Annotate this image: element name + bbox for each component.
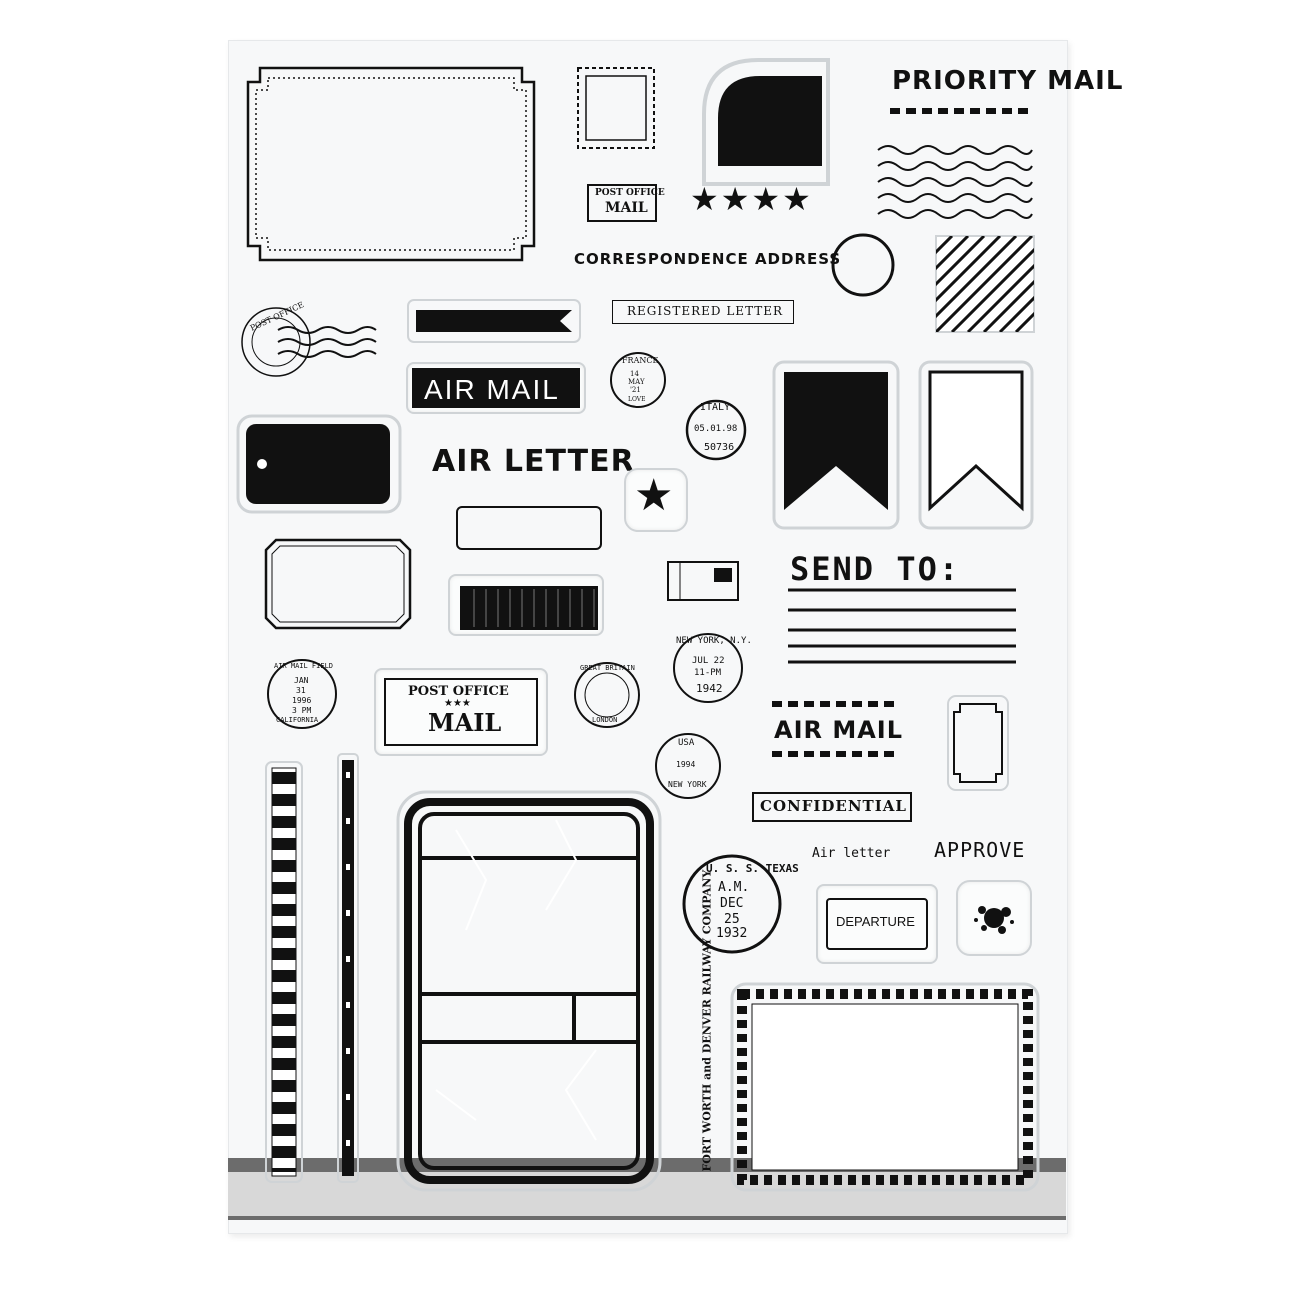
- ticket-frame-tall: [396, 790, 662, 1192]
- priority-mail-stripes: [890, 108, 1034, 114]
- banner-flag-icon: [407, 299, 581, 343]
- usa-text: USA: [678, 738, 695, 748]
- clipped-label-frame: [264, 538, 412, 630]
- striped-ruler-right: [337, 753, 359, 1183]
- gb-text: GREAT BRITAIN: [580, 664, 635, 672]
- texas-day: 25: [724, 912, 740, 927]
- distressed-bar: [460, 586, 598, 630]
- post-office-text: POST OFFICE: [408, 684, 509, 699]
- france-love: LOVE: [628, 396, 646, 403]
- texas-text: U. S. S. TEXAS: [706, 862, 799, 875]
- italy-text: ITALY: [700, 402, 731, 413]
- usa-postmark: [655, 733, 721, 799]
- wavy-cancel-icon: [877, 145, 1033, 219]
- rounded-tab-block: [702, 58, 830, 186]
- stamp-frame-icon: [947, 695, 1009, 791]
- post-office-small-stamp: POST OFFICE MAIL: [587, 184, 665, 222]
- star-icon: ★: [751, 181, 783, 217]
- ny-text: NEW YORK, N.Y.: [676, 636, 752, 646]
- ink-splatter-stamp: [956, 880, 1032, 956]
- send-to-label: SEND TO:: [790, 550, 961, 588]
- postmark-icon: [241, 307, 377, 377]
- france-text: FRANCE: [622, 356, 659, 365]
- post-office-small-text: POST OFFICE: [595, 188, 665, 198]
- airmail-field-top: AIR MAIL FIELD: [274, 662, 334, 670]
- airmail-field-state: CALIFORNIA: [276, 716, 319, 724]
- france-year: '21: [630, 386, 641, 394]
- air-mail-block: AIR MAIL: [412, 368, 580, 408]
- distressed-bar-stamp: [448, 574, 604, 636]
- approve-label: APPROVE: [934, 838, 1026, 862]
- star-stamp: ★: [624, 468, 688, 532]
- star-icon: ★: [634, 471, 674, 520]
- france-month: MAY: [628, 378, 645, 386]
- circle-frame: [831, 233, 895, 297]
- italy-date: 05.01.98: [694, 424, 738, 434]
- star-icon: ★: [720, 181, 752, 217]
- stamp-frame-icon: [577, 67, 655, 149]
- departure-frame: DEPARTURE: [826, 898, 928, 950]
- priority-mail-label: PRIORITY MAIL: [892, 66, 1124, 96]
- post-office-mail-frame: POST OFFICE ★★★ MAIL: [384, 678, 538, 746]
- backing-strip-light: [228, 1172, 1066, 1216]
- correspondence-address-label: CORRESPONDENCE ADDRESS: [574, 250, 842, 268]
- ny-time: 11-PM: [694, 668, 722, 678]
- france-day: 14: [630, 370, 639, 378]
- new-york-postmark: [673, 633, 743, 703]
- great-britain-postmark: [574, 662, 640, 728]
- airmail-field-day: 31: [296, 686, 306, 695]
- registered-letter-text: REGISTERED LETTER: [627, 304, 784, 318]
- gb-city: LONDON: [592, 716, 618, 724]
- stars-row: ★★★★: [690, 180, 813, 218]
- italy-code: 50736: [704, 442, 735, 453]
- departure-text: DEPARTURE: [836, 914, 915, 929]
- airmail-field-year: 1996: [292, 696, 312, 705]
- star-icon: ★: [690, 181, 721, 217]
- usa-year: 1994: [676, 760, 696, 769]
- ticket-frame-large: [246, 66, 536, 262]
- airmail-field-time: 3 PM: [292, 706, 312, 715]
- air-mail-striped-text: AIR MAIL: [774, 716, 904, 744]
- departure-stamp: DEPARTURE: [816, 884, 938, 964]
- registered-letter-stamp: REGISTERED LETTER: [612, 300, 794, 324]
- ticket-stamp: [667, 561, 739, 601]
- railway-label: FORT WORTH and DENVER RAILWAY COMPANY: [700, 869, 714, 1172]
- banner-flag-icon: [772, 360, 900, 530]
- post-office-mail-stamp: POST OFFICE ★★★ MAIL: [374, 668, 548, 756]
- tag-icon: [236, 414, 402, 514]
- ink-splatter: [974, 906, 1014, 934]
- striped-ruler-left: [265, 761, 303, 1183]
- air-letter-label: AIR LETTER: [432, 444, 635, 479]
- texas-year: 1932: [716, 926, 748, 941]
- uss-texas-postmark: [682, 854, 782, 954]
- banner-flag-icon: [918, 360, 1034, 530]
- airmail-border-frame: [730, 982, 1040, 1192]
- airmail-field-month: JAN: [294, 676, 309, 685]
- usa-city: NEW YORK: [668, 780, 707, 789]
- air-letter-small-label: Air letter: [812, 846, 891, 861]
- ny-date: JUL 22: [692, 656, 725, 666]
- air-mail-striped-stripes: [772, 701, 900, 757]
- label-frame-rounded: [456, 506, 602, 550]
- ny-year: 1942: [696, 682, 723, 695]
- france-postmark: [610, 352, 666, 408]
- italy-postmark: [685, 399, 747, 461]
- airmail-field-postmark: [267, 659, 337, 729]
- mail-text: MAIL: [428, 708, 502, 737]
- texas-month: DEC: [720, 896, 744, 911]
- texas-am: A.M.: [718, 880, 750, 895]
- mail-small-text: MAIL: [605, 200, 648, 216]
- send-to-lines: [788, 588, 1016, 664]
- confidential-stamp: CONFIDENTIAL: [752, 792, 912, 822]
- star-icon: ★: [782, 181, 813, 217]
- stars-small: ★★★: [444, 698, 471, 709]
- air-mail-text: AIR MAIL: [424, 374, 560, 405]
- diagonal-stripe-square: [935, 235, 1035, 333]
- confidential-text: CONFIDENTIAL: [760, 797, 907, 815]
- air-mail-stamp: AIR MAIL: [406, 362, 586, 414]
